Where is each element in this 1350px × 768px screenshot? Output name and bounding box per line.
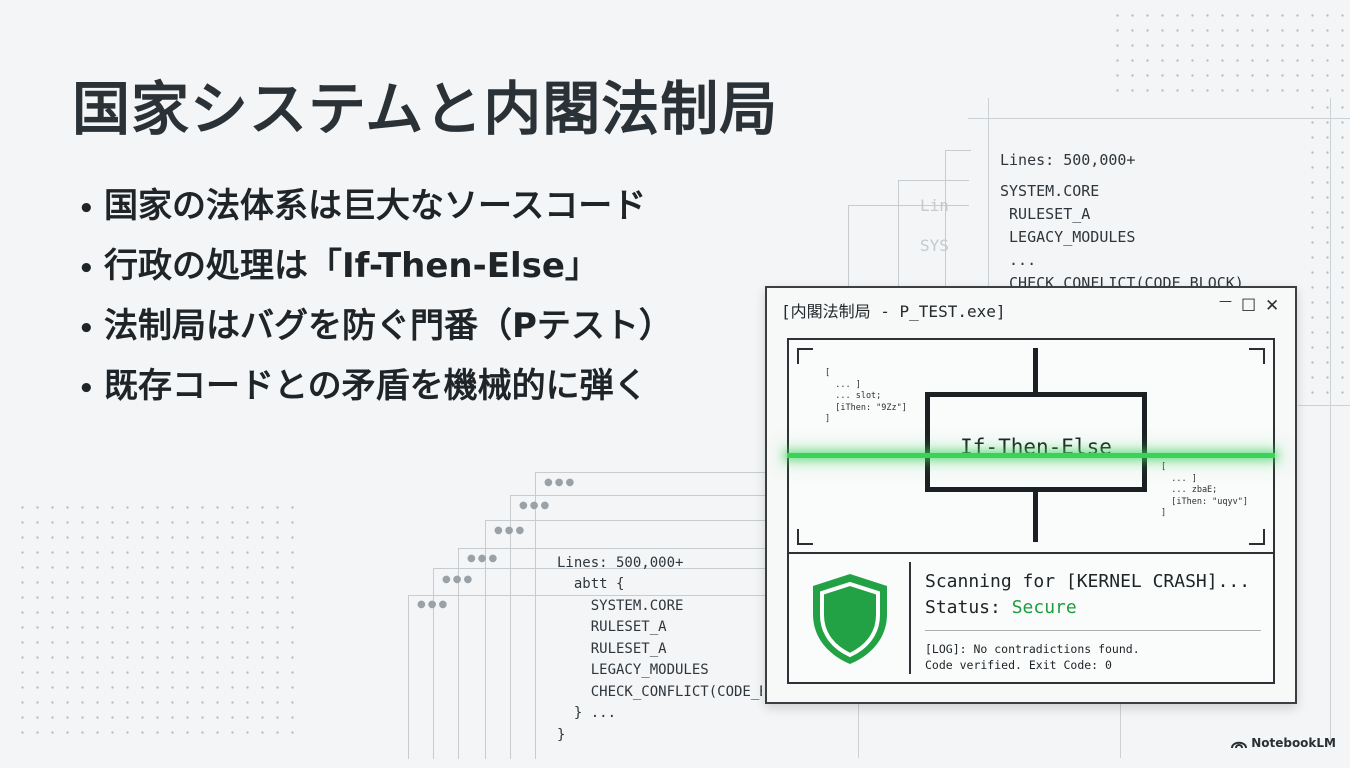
guide-line (1330, 98, 1331, 748)
bullet-item: • 法制局はバグを防ぐ門番（Pテスト） (78, 298, 673, 358)
log-line: Code verified. Exit Code: 0 (925, 658, 1112, 672)
divider (925, 630, 1261, 631)
status-line: Status: Secure (925, 597, 1077, 618)
bullet-text: 法制局はバグを防ぐ門番（Pテスト） (104, 306, 673, 346)
bullet-text: 既存コードとの矛盾を機械的に弾く (104, 366, 648, 406)
bullet-item: • 国家の法体系は巨大なソースコード (78, 178, 673, 238)
window-dots-icon: ●●● (467, 553, 500, 564)
close-icon[interactable]: ✕ (1265, 296, 1280, 316)
code-line: RULESET_A (557, 640, 667, 657)
minimize-icon[interactable]: — (1219, 294, 1232, 309)
window-dots-icon: ●●● (417, 599, 450, 610)
code-snippet-left: [ ... ] ... slot; [iThen: "9Zz"] ] (825, 368, 907, 424)
bullet-dot: • (78, 194, 95, 224)
bullet-item: • 行政の処理は「If-Then-Else」 (78, 238, 673, 298)
ghost-code-text: Lin (920, 196, 949, 215)
frame-corner (1249, 348, 1265, 364)
ghost-window (408, 595, 769, 759)
divider (909, 562, 911, 674)
status-value: Secure (1011, 597, 1077, 618)
scan-status-text: Scanning for [KERNEL CRASH]... (925, 571, 1251, 592)
shield-icon (813, 574, 887, 664)
window-dots-icon: ●●● (544, 477, 577, 488)
ghost-window (485, 520, 769, 759)
ghost-window (945, 150, 971, 291)
code-line: abtt { (557, 576, 625, 592)
bullet-dot: • (78, 254, 95, 284)
ghost-window (458, 548, 769, 759)
maximize-icon[interactable]: ☐ (1241, 296, 1257, 316)
ghost-window (898, 180, 969, 291)
scan-viewport: If-Then-Else [ ... ] ... slot; [iThen: "… (787, 340, 1275, 553)
frame-corner (797, 529, 813, 545)
frame-corner (797, 348, 813, 364)
code-line: } ... (557, 705, 617, 721)
background-code-bottom: Lines: 500,000+ abtt { SYSTEM.CORE RULES… (557, 531, 762, 768)
p-test-window: [内閣法制局 - P_TEST.exe] — ☐ ✕ If-Then-Else … (765, 286, 1297, 704)
window-title: [内閣法制局 - P_TEST.exe] (781, 302, 1006, 321)
if-then-else-box: If-Then-Else (925, 392, 1147, 492)
code-line: LEGACY_MODULES (1000, 228, 1136, 246)
guide-line (1298, 405, 1350, 406)
guide-line (988, 98, 989, 298)
frame-corner (1249, 529, 1265, 545)
flow-connector (1033, 492, 1038, 542)
ghost-code-text: SYS (920, 236, 949, 255)
flow-connector (1033, 348, 1038, 392)
code-line: RULESET_A (1000, 205, 1091, 223)
scan-laser-line (787, 453, 1275, 458)
ghost-window (535, 472, 769, 759)
status-label: Status: (925, 597, 1001, 618)
code-line: SYSTEM.CORE (1000, 182, 1100, 200)
bullet-dot: • (78, 374, 95, 404)
guide-line (858, 704, 859, 758)
guide-line (1120, 704, 1121, 758)
slide-title: 国家システムと内閣法制局 (72, 75, 779, 143)
code-line: } (557, 726, 566, 743)
code-snippet-right: [ ... ] ... zbaE; [iThen: "uqyv"] ] (1161, 462, 1248, 518)
code-line: Lines: 500,000+ (1000, 151, 1136, 169)
brand-watermark: NotebookLM (1231, 736, 1336, 750)
code-line: CHECK_CONFLICT(CODE_BL (557, 683, 762, 700)
brand-name: NotebookLM (1251, 736, 1336, 750)
dot-grid-top-right (1110, 8, 1350, 98)
notebooklm-logo-icon (1231, 741, 1248, 748)
dot-grid-bottom-left (15, 500, 305, 745)
code-line: Lines: 500,000+ (557, 554, 684, 571)
ghost-window (848, 205, 969, 291)
bullet-list: •国家の法体系は巨大なソースコード •行政の処理は「If-Then-Else」 … (78, 178, 673, 418)
bullet-item: • 既存コードとの矛盾を機械的に弾く (78, 358, 673, 418)
code-line (1000, 172, 1244, 180)
window-dots-icon: ●●● (442, 574, 475, 585)
divider (789, 552, 1273, 554)
guide-line (968, 118, 1350, 119)
code-line: RULESET_A (557, 619, 667, 635)
code-line: SYSTEM.CORE (557, 597, 684, 614)
window-dots-icon: ●●● (494, 525, 527, 536)
bullet-text: 国家の法体系は巨大なソースコード (104, 186, 647, 226)
code-line: ... (1000, 251, 1037, 269)
dot-grid-right (1305, 100, 1350, 400)
bullet-text: 行政の処理は「If-Then-Else」 (104, 246, 599, 286)
window-content: If-Then-Else [ ... ] ... slot; [iThen: "… (787, 338, 1275, 684)
window-dots-icon: ●●● (519, 500, 552, 511)
ghost-window (433, 568, 769, 759)
ghost-window (510, 495, 769, 759)
bullet-dot: • (78, 314, 95, 344)
log-line: [LOG]: No contradictions found. (925, 642, 1140, 656)
code-line: LEGACY_MODULES (557, 662, 709, 678)
